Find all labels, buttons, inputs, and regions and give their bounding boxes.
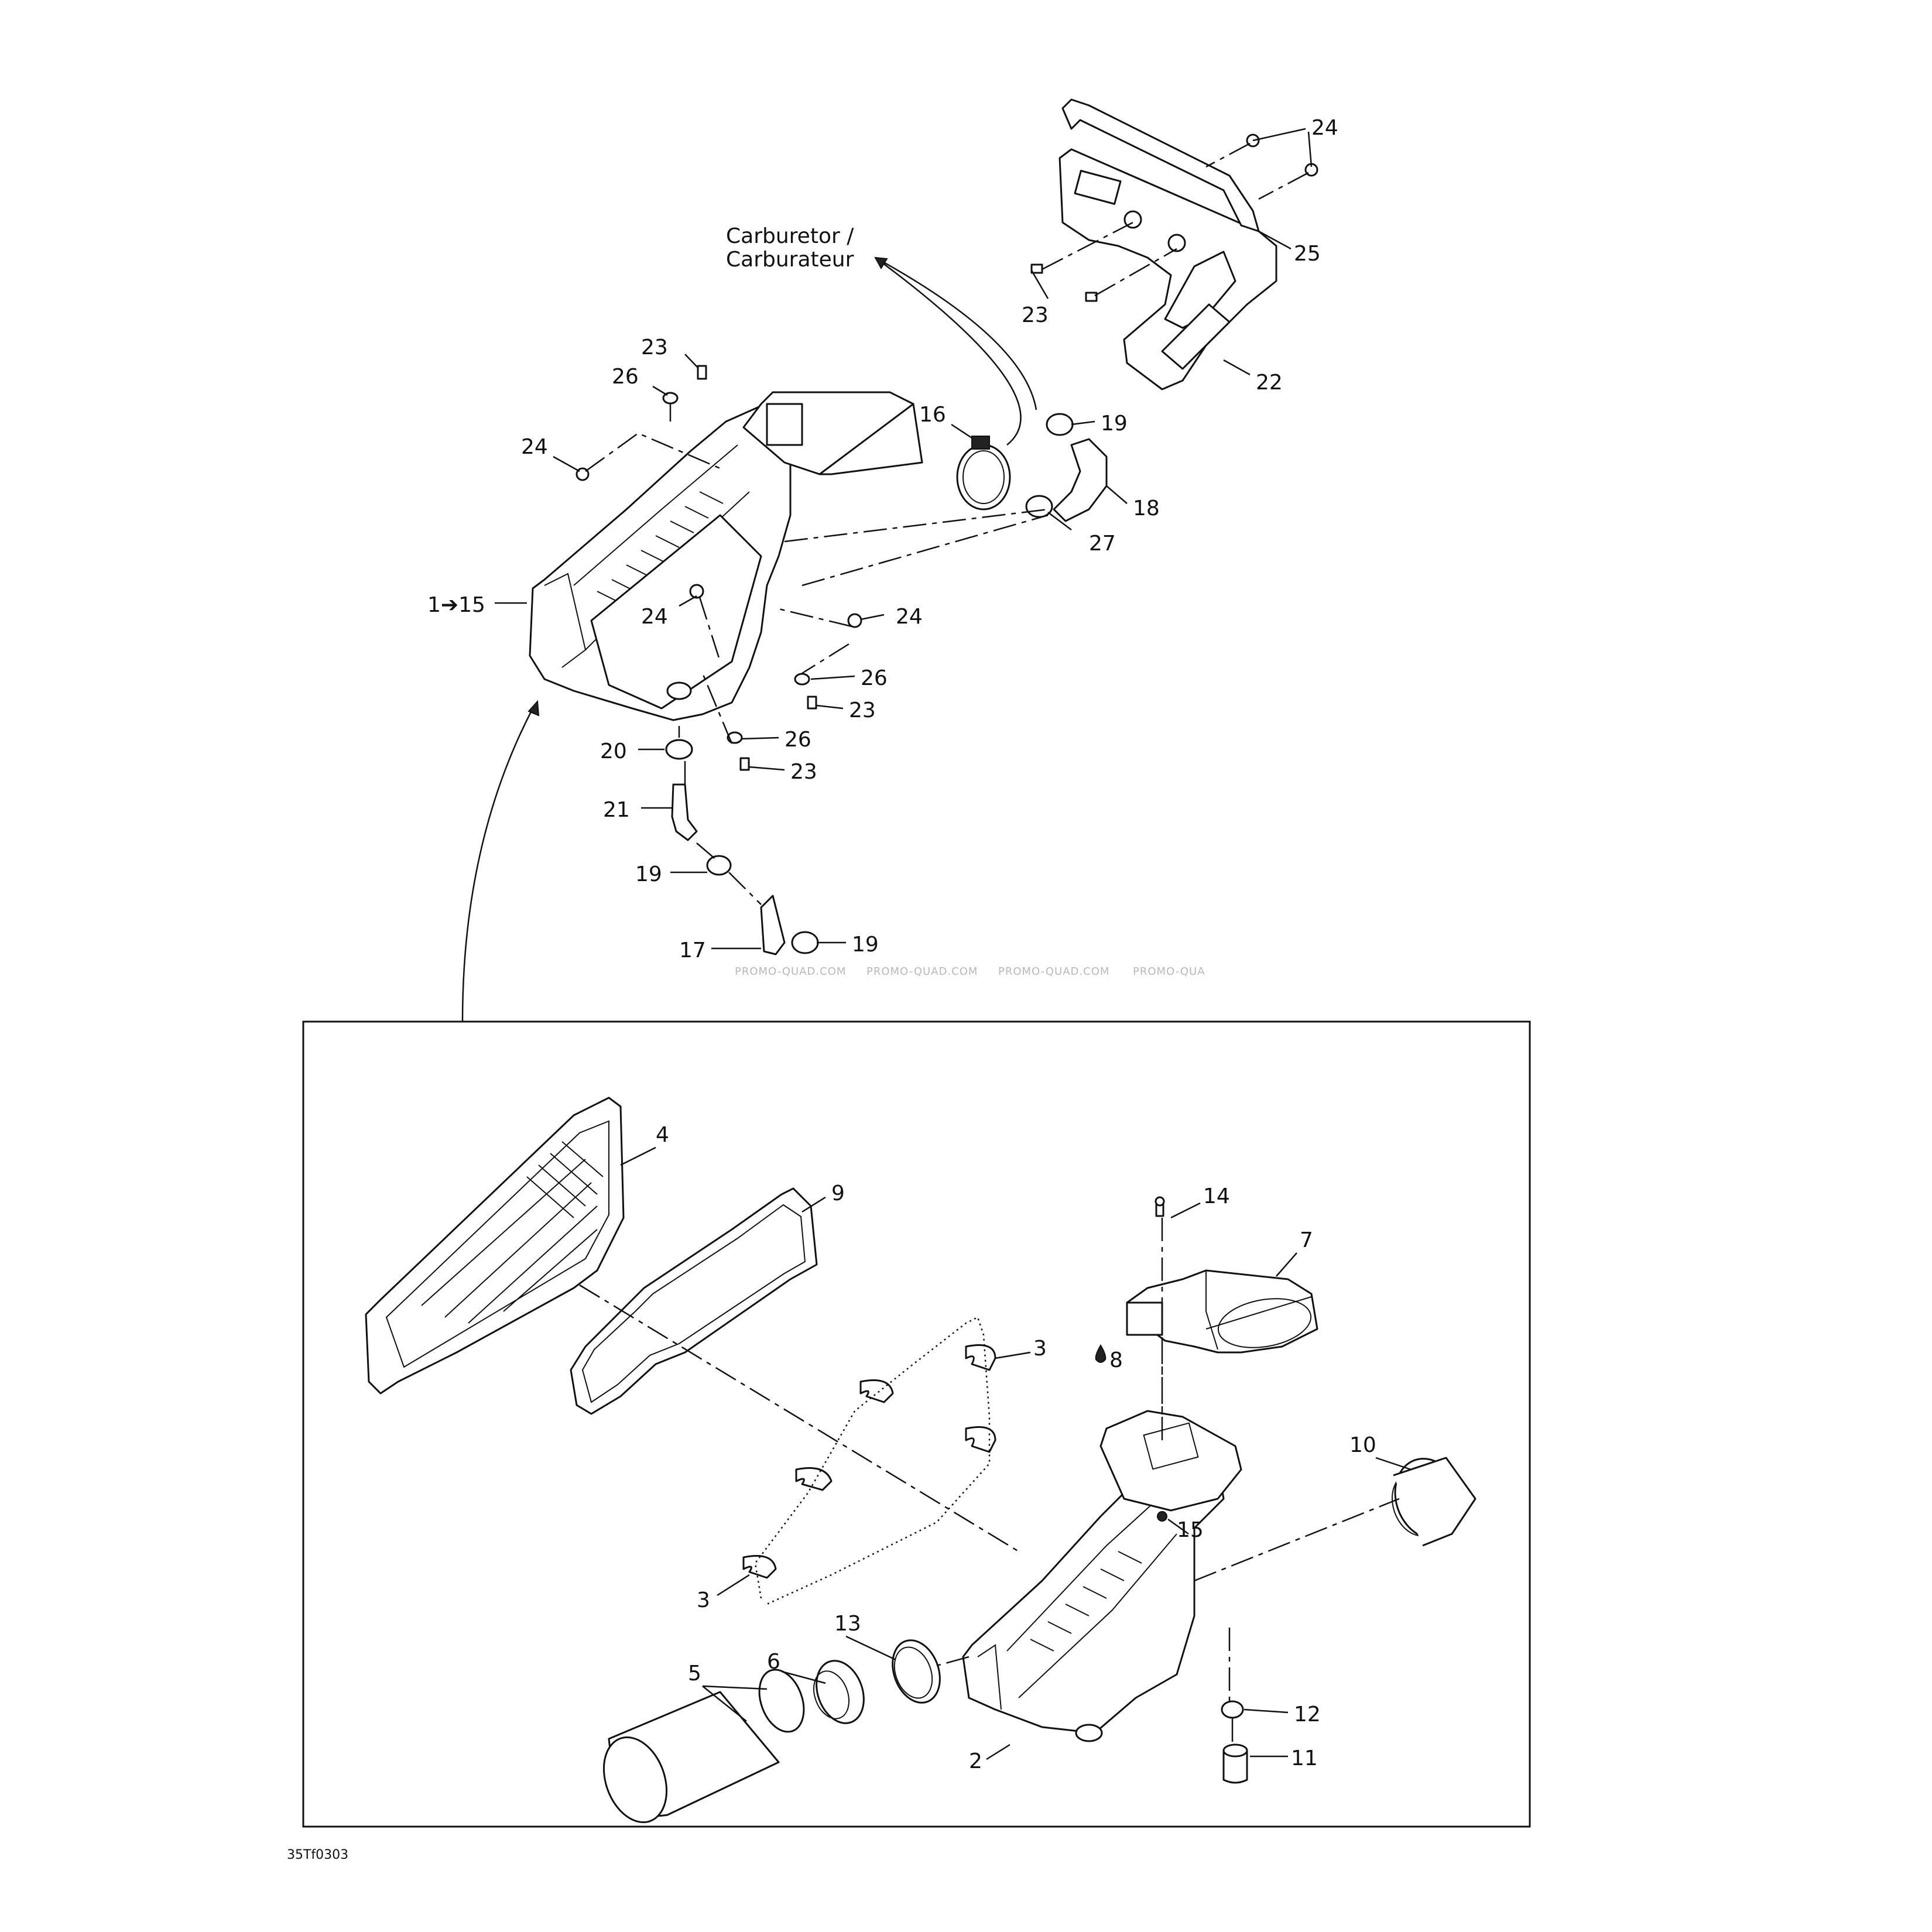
- callout-22: 22: [1256, 371, 1283, 395]
- callout-19: 19: [852, 933, 879, 957]
- clip-3-d: [795, 1467, 833, 1491]
- clip-3-e: [742, 1555, 777, 1579]
- callout-labels: 24 25 23 22 Carburetor / Carburateur 23 …: [427, 116, 1376, 1773]
- dash-23-to-shield: [1042, 221, 1177, 297]
- callout-23: 23: [1022, 303, 1049, 327]
- callout-9: 9: [831, 1181, 845, 1205]
- figure-code: 35Tf0303: [287, 1848, 348, 1862]
- screw-14: [1155, 1196, 1165, 1217]
- callout-19: 19: [1101, 412, 1128, 436]
- carb-arrow: [875, 256, 1037, 446]
- callout-11: 11: [1291, 1746, 1318, 1770]
- airbox-base-2: [962, 1410, 1242, 1742]
- watermark: PROMO-QUAD.COM PROMO-QUAD.COM PROMO-QUAD…: [735, 965, 1205, 978]
- callout-21: 21: [603, 798, 630, 822]
- carburetor-label: Carburetor /: [726, 224, 854, 248]
- elbow-21: [671, 783, 698, 841]
- clip-3-b: [859, 1379, 894, 1403]
- callout-15: 15: [1177, 1518, 1204, 1542]
- callout-10: 10: [1349, 1433, 1376, 1457]
- callout-25: 25: [1294, 242, 1321, 266]
- assembly-arrow: [461, 708, 534, 1022]
- clamp-13: [892, 1639, 941, 1704]
- callout-4: 4: [656, 1123, 669, 1147]
- callout-26: 26: [612, 365, 639, 389]
- callout-23: 23: [641, 335, 668, 359]
- airbox-assembly: [529, 391, 923, 721]
- callout-20: 20: [600, 739, 627, 763]
- callout-6: 6: [767, 1650, 780, 1674]
- clamp-19-top: [1046, 413, 1074, 436]
- callout-3: 3: [1033, 1337, 1047, 1361]
- clamp-19-low: [791, 931, 819, 954]
- callout-14: 14: [1203, 1184, 1230, 1208]
- clamp-27: [1025, 495, 1053, 518]
- hose-18: [1053, 438, 1108, 522]
- dash-airbox-hoses: [784, 508, 1049, 587]
- callout-26: 26: [785, 728, 811, 752]
- carburateur-label: Carburateur: [726, 248, 854, 272]
- dash-24-to-shield: [1205, 142, 1309, 200]
- callout-24: 24: [1311, 116, 1338, 140]
- clamp-16: [956, 436, 1011, 511]
- clip-dotted-outline: [754, 1316, 991, 1605]
- callout-23: 23: [849, 698, 876, 722]
- carb-boot-10: [1391, 1457, 1477, 1547]
- sealant-8-icon: [1095, 1344, 1107, 1363]
- drain-cap-11: [1222, 1743, 1248, 1784]
- leader-lines: [495, 128, 1412, 1760]
- svg-text:PROMO-QUAD.COM: PROMO-QUAD.COM: [866, 965, 978, 978]
- callout-1-to-15: 1➔15: [427, 593, 485, 617]
- callout-27: 27: [1089, 532, 1116, 556]
- callout-5: 5: [688, 1662, 701, 1686]
- callout-23: 23: [790, 760, 817, 784]
- clamp-12: [1221, 1700, 1244, 1719]
- clamp-19-mid: [706, 855, 732, 876]
- callout-24: 24: [521, 435, 548, 459]
- adapter-6: [813, 1660, 865, 1724]
- callout-19: 19: [635, 862, 662, 886]
- exploded-view-frame: [302, 1020, 1531, 1828]
- callout-18: 18: [1133, 496, 1160, 520]
- callout-17: 17: [679, 938, 706, 962]
- svg-text:PROMO-QUAD.COM: PROMO-QUAD.COM: [998, 965, 1109, 978]
- callout-8: 8: [1109, 1348, 1123, 1372]
- intake-duct-7: [1126, 1269, 1318, 1354]
- callout-12: 12: [1294, 1703, 1321, 1727]
- callout-26: 26: [861, 666, 888, 690]
- clip-3-a: [965, 1344, 996, 1371]
- callout-24: 24: [641, 605, 668, 629]
- callout-13: 13: [834, 1612, 861, 1636]
- heat-shield-22: [1059, 148, 1277, 390]
- clip-3-c: [965, 1426, 996, 1453]
- dash-bottom-center: [579, 1218, 1400, 1748]
- svg-text:PROMO-QUAD.COM: PROMO-QUAD.COM: [735, 965, 846, 978]
- air-filter-5: [602, 1669, 805, 1824]
- callout-7: 7: [1300, 1228, 1313, 1252]
- callout-24: 24: [896, 605, 923, 629]
- callout-3: 3: [697, 1588, 710, 1612]
- callout-16: 16: [919, 403, 946, 427]
- airbox-cover-4: [365, 1097, 625, 1395]
- callout-2: 2: [969, 1749, 982, 1773]
- gasket-9: [570, 1187, 818, 1415]
- dash-airbox-hw: [585, 404, 852, 744]
- svg-text:PROMO-QUA: PROMO-QUA: [1133, 965, 1205, 978]
- drain-hose-17: [760, 895, 786, 955]
- drain-plug-20: [665, 739, 693, 760]
